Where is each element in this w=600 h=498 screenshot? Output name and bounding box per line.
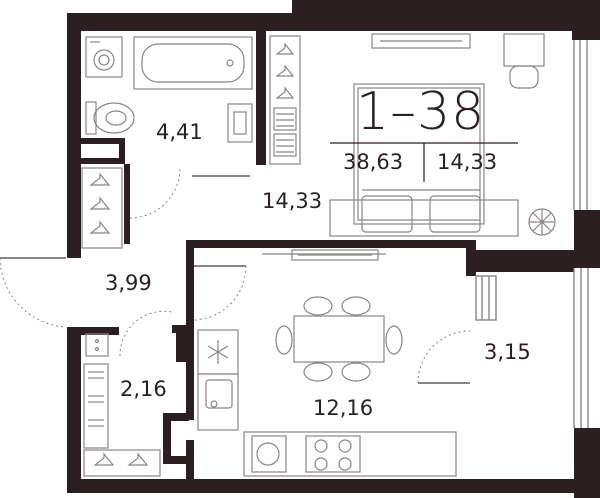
shelf-icon xyxy=(273,107,297,157)
washing-machine-icon xyxy=(85,36,123,78)
doors xyxy=(0,167,471,384)
armchair-icon xyxy=(503,33,545,89)
kitchen-sink-icon xyxy=(197,373,239,431)
walls xyxy=(67,0,600,498)
stove-icon xyxy=(243,431,457,477)
bedroom-area: 14,33 xyxy=(262,189,323,213)
shelf-icon xyxy=(83,363,109,449)
hanger-icon xyxy=(83,449,161,477)
hanger-icon xyxy=(81,167,123,249)
hallway-area: 3,99 xyxy=(105,271,152,295)
wardrobe-area: 2,16 xyxy=(120,377,167,401)
apartment-living-area: 14,33 xyxy=(437,150,498,174)
sink-icon xyxy=(227,103,253,143)
electrical-panel-icon xyxy=(85,333,109,357)
windows xyxy=(475,40,589,428)
hanger-icon xyxy=(269,35,301,165)
radiator-icon xyxy=(262,33,471,261)
apartment-total-area: 38,63 xyxy=(343,150,404,174)
plant-icon xyxy=(528,208,556,236)
balcony-area: 3,15 xyxy=(484,340,531,364)
double-bed-icon xyxy=(329,83,519,237)
fridge-icon xyxy=(197,329,239,375)
bathtub-icon xyxy=(133,36,253,90)
bathroom-area: 4,41 xyxy=(156,120,203,144)
apartment-number: 1–38 xyxy=(356,82,486,142)
toilet-icon xyxy=(85,101,135,135)
apartment-summary-lines xyxy=(330,142,518,182)
dining-table-icon xyxy=(275,296,403,382)
kitchen-area: 12,16 xyxy=(313,396,374,420)
